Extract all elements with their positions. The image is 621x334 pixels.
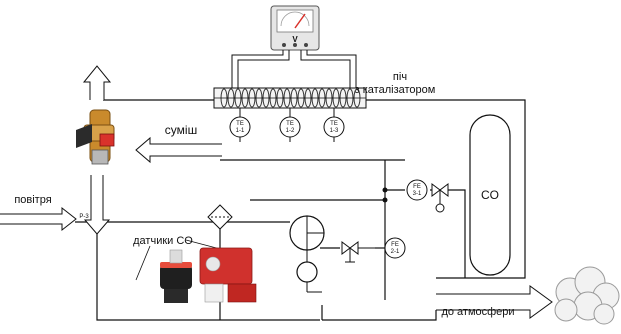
fe-3-1: FE 3-1 <box>406 179 428 201</box>
co-cylinder: CO <box>469 114 511 276</box>
valve-handle-icon <box>76 124 92 148</box>
junction-dot <box>382 187 388 193</box>
air-label: повітря <box>14 194 51 206</box>
exhaust-cloud-icon <box>554 266 620 325</box>
three-way-valve <box>76 109 115 165</box>
mixture-inlet-arrow <box>135 136 222 164</box>
svg-text:1-2: 1-2 <box>286 128 295 134</box>
co-sensor-1 <box>160 249 192 303</box>
exhaust-label: до атмосфери <box>441 306 514 318</box>
piping <box>75 99 526 321</box>
svg-text:3-1: 3-1 <box>413 191 422 197</box>
mixture-label: суміш <box>165 123 197 137</box>
fe-2-1: FE 2-1 <box>384 237 406 259</box>
p3-label: P-3 <box>79 214 89 220</box>
furnace-label: піч <box>393 71 407 83</box>
svg-text:TE: TE <box>330 121 338 127</box>
te-probes <box>239 108 335 117</box>
svg-text:1-3: 1-3 <box>330 128 339 134</box>
svg-text:FE: FE <box>391 242 399 248</box>
filter <box>207 204 233 230</box>
furnace-sublabel: з каталізатором <box>355 84 436 96</box>
pump <box>289 215 325 293</box>
svg-text:FE: FE <box>413 184 421 190</box>
co-label: CO <box>481 188 499 202</box>
svg-text:2-1: 2-1 <box>391 249 400 255</box>
voltmeter-leads <box>231 50 357 90</box>
te-1-3: TE 1-3 <box>323 116 345 142</box>
voltmeter-needle-icon <box>294 13 306 29</box>
svg-text:1-1: 1-1 <box>236 128 245 134</box>
junction-dot <box>382 197 388 203</box>
vent-arrows <box>82 65 112 235</box>
te-1-2: TE 1-2 <box>279 116 301 142</box>
co-sensor-2 <box>199 247 257 303</box>
sensors-label: датчики CO <box>133 235 193 247</box>
voltmeter: V <box>270 5 320 51</box>
voltmeter-unit: V <box>292 35 298 44</box>
te-1-1: TE 1-1 <box>229 116 251 142</box>
furnace <box>213 87 367 109</box>
air-inlet-arrow <box>0 206 77 232</box>
exhaust-arrow <box>436 285 553 319</box>
svg-text:TE: TE <box>286 121 294 127</box>
control-valve-3 <box>431 183 449 213</box>
control-valve-2 <box>341 241 375 263</box>
svg-text:TE: TE <box>236 121 244 127</box>
